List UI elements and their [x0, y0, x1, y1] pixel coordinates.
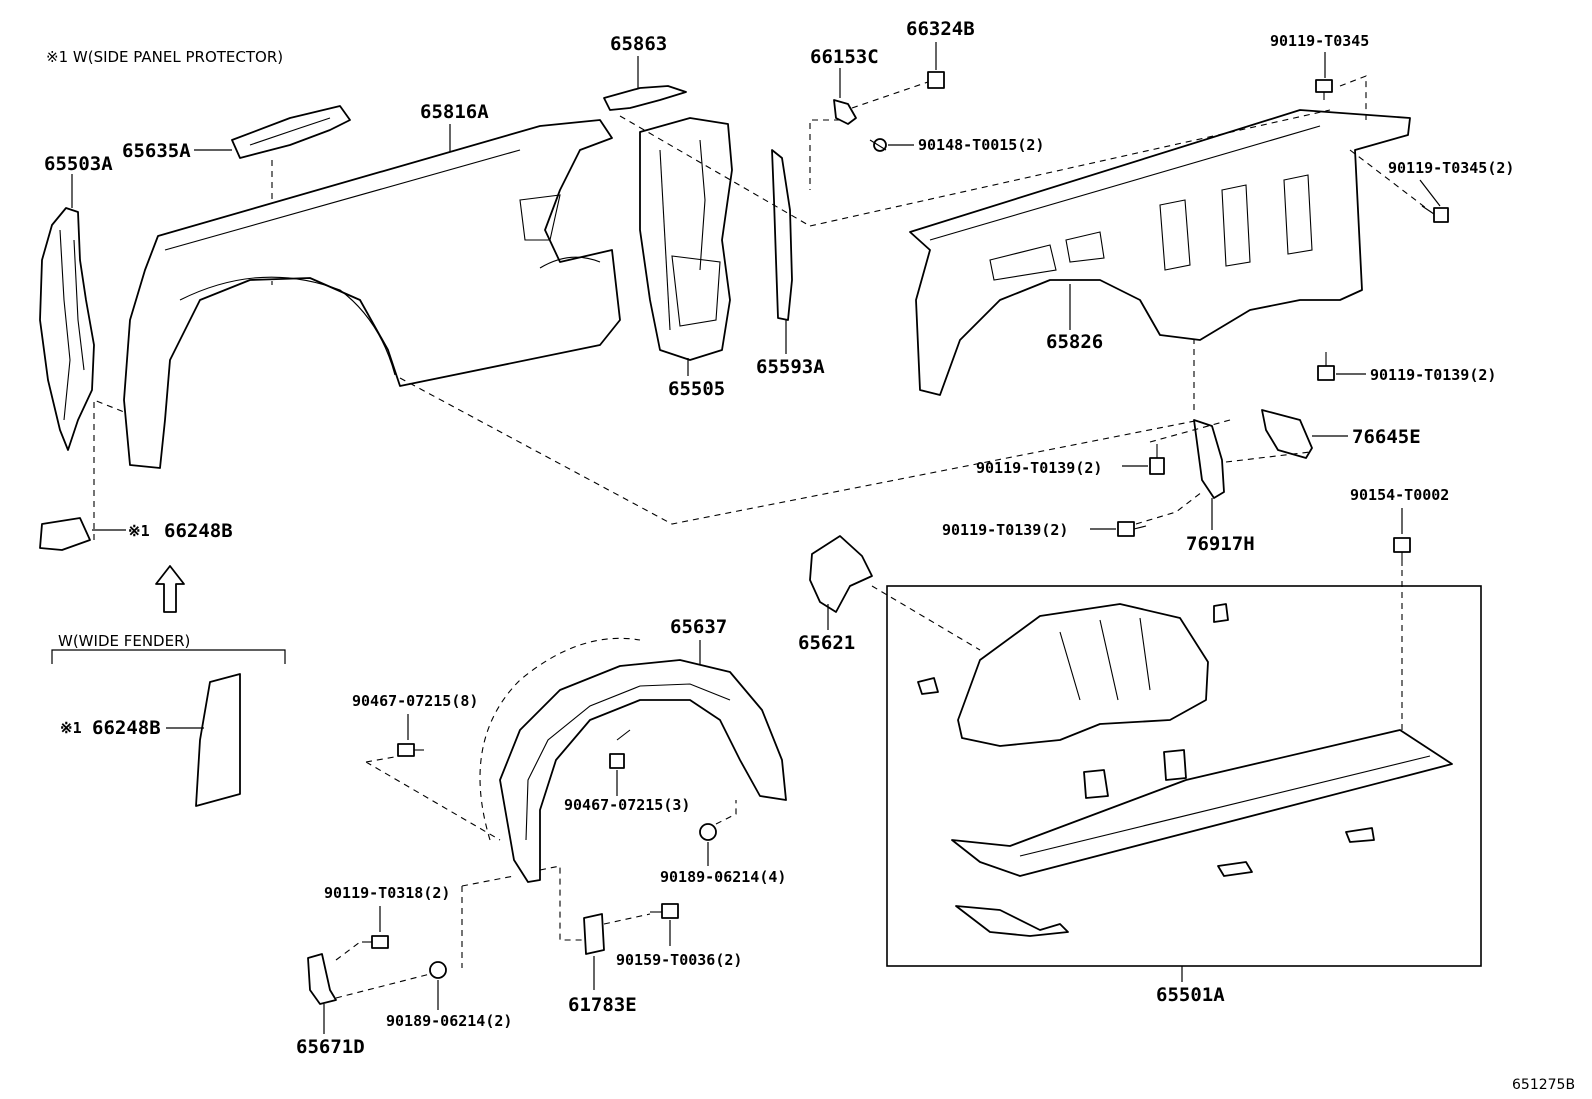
clip-90189-2-icon [429, 961, 447, 979]
dash-65671D [335, 941, 431, 999]
dash-66324B [851, 81, 929, 109]
part-65816A-drawing [123, 119, 621, 469]
bolt-90119-T0139-mid-icon [1149, 444, 1165, 475]
bolt-90154-T0002-icon [1393, 537, 1411, 566]
part-66248B-lower-drawing [195, 673, 241, 807]
label-65671D: 65671D [296, 1036, 365, 1058]
bolt-90119-T0345-2-icon [1421, 205, 1449, 223]
label-65621: 65621 [798, 632, 855, 654]
label-65593A: 65593A [756, 356, 825, 378]
label-65501A: 65501A [1156, 984, 1225, 1006]
nut-66324B-icon [927, 71, 945, 89]
part-65863-drawing [603, 85, 687, 111]
part-66248B-upper-drawing [39, 517, 91, 551]
bolt-90119-T0139-right-icon [1317, 352, 1335, 381]
dash-65621 [871, 585, 981, 651]
label-66248B-lower: 66248B [92, 717, 161, 739]
label-76645E: 76645E [1352, 426, 1421, 448]
label-90119-T0345-top: 90119-T0345 [1270, 32, 1369, 50]
clip-90189-4-icon [699, 823, 717, 841]
label-90148-T0015: 90148-T0015(2) [918, 136, 1044, 154]
dash-90119-T0345-2 [1349, 149, 1427, 209]
dash-90159 [603, 913, 651, 925]
label-66248B-lower-mark: ※1 [60, 719, 82, 737]
part-65593A-drawing [771, 149, 793, 321]
label-66324B: 66324B [906, 18, 975, 40]
label-66153C: 66153C [810, 46, 879, 68]
label-90189-06214-4: 90189-06214(4) [660, 868, 786, 886]
part-65503A-drawing [39, 207, 95, 451]
label-90159-T0036: 90159-T0036(2) [616, 951, 742, 969]
dash-90467-8 [365, 755, 501, 841]
label-65635A: 65635A [122, 140, 191, 162]
clip-90467-8-icon [397, 743, 424, 757]
label-66248B-upper: 66248B [164, 520, 233, 542]
dash-90119-T0318 [461, 875, 515, 968]
arrow-up-icon [155, 565, 185, 613]
bolt-90119-T0345-icon [1315, 79, 1333, 100]
bracket-wide-fender [51, 649, 286, 664]
label-90467-07215-8: 90467-07215(8) [352, 692, 478, 710]
label-76917H: 76917H [1186, 533, 1255, 555]
dash-65826-top [809, 109, 1331, 227]
label-90154-T0002: 90154-T0002 [1350, 486, 1449, 504]
dash-61783E [539, 865, 584, 941]
dash-90119-T0345-top [1339, 75, 1367, 120]
label-66248B-upper-mark: ※1 [128, 522, 150, 540]
note-wide-fender: W(WIDE FENDER) [58, 632, 190, 650]
bolt-90119-T0318-icon [362, 935, 389, 949]
dash-90189-4 [715, 800, 737, 825]
dash-panel-connector [399, 377, 1201, 525]
part-65621-drawing [809, 535, 873, 613]
label-90119-T0139-low: 90119-T0139(2) [942, 521, 1068, 539]
part-76645E-drawing [1261, 409, 1313, 459]
dash-66153C [809, 119, 840, 190]
dash-66248B-upper [93, 399, 125, 540]
part-65505-drawing [639, 117, 733, 361]
note-side-panel-protector: ※1 W(SIDE PANEL PROTECTOR) [46, 48, 283, 66]
dash-76645E [1225, 451, 1311, 463]
part-65671D-drawing [307, 953, 337, 1005]
dash-65863-pillar [619, 115, 811, 227]
label-90189-06214-2: 90189-06214(2) [386, 1012, 512, 1030]
label-90119-T0139-right: 90119-T0139(2) [1370, 366, 1496, 384]
bolt-90159-T0036-icon [650, 903, 679, 919]
dash-76917H-mid [1149, 419, 1231, 443]
screw-90148-icon [869, 138, 887, 152]
part-65635A-drawing [231, 105, 351, 159]
diagram-reference-number: 651275B [1512, 1077, 1575, 1093]
label-65505: 65505 [668, 378, 725, 400]
bolt-90119-T0139-low-icon [1117, 521, 1147, 537]
label-65503A: 65503A [44, 153, 113, 175]
label-90467-07215-3: 90467-07215(3) [564, 796, 690, 814]
part-65826-drawing [909, 109, 1411, 396]
dash-90119-T0139-low [1135, 491, 1203, 525]
label-65863: 65863 [610, 33, 667, 55]
label-65826: 65826 [1046, 331, 1103, 353]
part-61783E-drawing [583, 913, 605, 955]
label-90119-T0318: 90119-T0318(2) [324, 884, 450, 902]
part-65637-drawing [479, 637, 787, 883]
part-76917H-drawing [1193, 419, 1225, 499]
clip-90467-3-icon [609, 729, 631, 769]
part-65501A-drawing [917, 603, 1453, 937]
label-90119-T0139-mid: 90119-T0139(2) [976, 459, 1102, 477]
label-61783E: 61783E [568, 994, 637, 1016]
assembly-65501A-box [886, 585, 1482, 967]
label-65637: 65637 [670, 616, 727, 638]
label-65816A: 65816A [420, 101, 489, 123]
label-90119-T0345-2: 90119-T0345(2) [1388, 159, 1514, 177]
leader-90119-T0345-2 [1419, 179, 1441, 207]
clip-66153C-icon [833, 99, 857, 125]
